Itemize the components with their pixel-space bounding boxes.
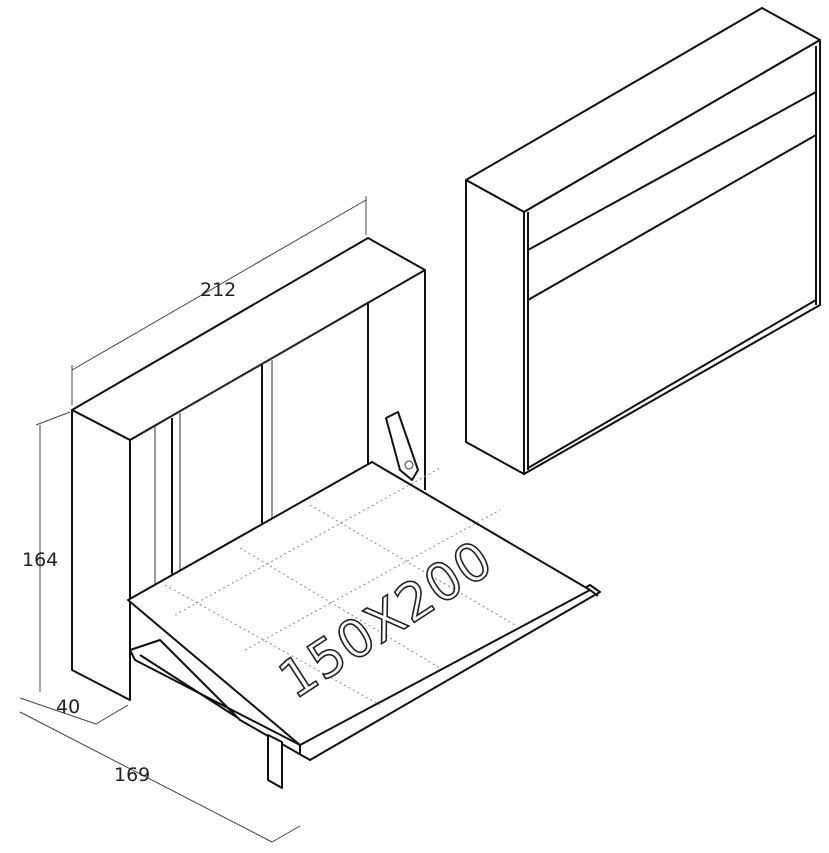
closed-cabinet	[465, 7, 821, 475]
closed-depth-dimension-label: 40	[56, 696, 80, 718]
height-dimension-label: 164	[22, 549, 58, 571]
open-cabinet	[71, 237, 601, 789]
dimension-lines	[19, 196, 367, 843]
open-depth-dimension-label: 169	[114, 764, 150, 786]
width-dimension-label: 212	[200, 279, 236, 301]
